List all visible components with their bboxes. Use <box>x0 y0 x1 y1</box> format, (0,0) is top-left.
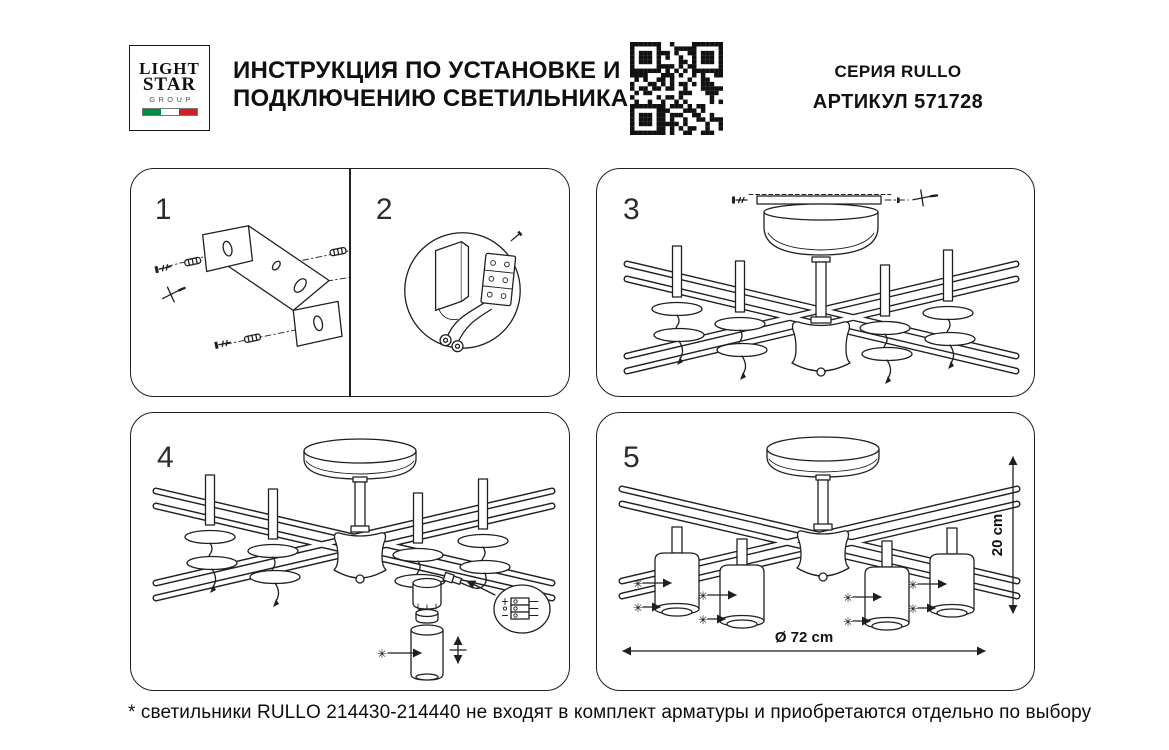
central-hub <box>796 530 850 582</box>
screw-icon <box>154 264 232 349</box>
cylindrical-shade <box>864 540 910 631</box>
lamp-holder <box>714 260 768 380</box>
diameter-dimension: Ø 72 cm <box>622 629 986 656</box>
wires-with-terminals <box>439 302 492 353</box>
central-hub <box>333 532 387 584</box>
cylindrical-shade <box>929 527 975 618</box>
panel-step-3: 3 <box>596 168 1035 397</box>
lamp-holder <box>184 474 238 593</box>
lamp-holder <box>922 249 976 369</box>
step-number-5: 5 <box>623 441 640 474</box>
qr-code-icon <box>630 42 723 135</box>
mounting-bracket <box>202 225 343 347</box>
mounting-plate <box>434 241 470 321</box>
step-number-3: 3 <box>623 193 640 226</box>
logo-word-star: STAR <box>142 73 197 95</box>
step-number-2: 2 <box>376 193 393 226</box>
article-label: АРТИКУЛ 571728 <box>812 91 984 113</box>
footnote: * светильники RULLO 214430-214440 не вхо… <box>128 702 1092 723</box>
svg-text:✳: ✳ <box>633 577 643 591</box>
screw-icon <box>732 196 748 204</box>
cross-screw-icon <box>912 189 939 207</box>
terminal-block-icon <box>502 597 539 620</box>
lamp-holder <box>247 488 301 607</box>
lightstar-logo: LIGHT STAR GROUP <box>129 45 210 131</box>
logo-word-group: GROUP <box>149 94 194 104</box>
lamp-holder <box>457 478 511 575</box>
diameter-dimension-label: Ø 72 cm <box>775 629 833 646</box>
title-line-2: ПОДКЛЮЧЕНИЮ СВЕТИЛЬНИКА <box>233 85 629 112</box>
ceiling-canopy <box>763 203 879 324</box>
page-title: ИНСТРУКЦИЯ ПО УСТАНОВКЕ И ПОДКЛЮЧЕНИЮ СВ… <box>233 57 628 113</box>
central-hub <box>791 321 851 377</box>
terminal-detail-circle <box>466 580 551 634</box>
panel-step-5: 5 <box>596 412 1035 691</box>
lamp-socket <box>412 577 442 624</box>
height-dimension: 20 cm <box>989 456 1018 614</box>
panel-steps-1-2: 1 <box>130 168 570 397</box>
svg-text:✳: ✳ <box>908 602 918 616</box>
height-dimension-label: 20 cm <box>989 514 1006 557</box>
cylindrical-shade <box>654 526 700 617</box>
bracket-mounting-diagram: 1 <box>154 193 349 349</box>
wall-plug-icon <box>184 246 347 344</box>
title-line-1: ИНСТРУКЦИЯ ПО УСТАНОВКЕ И <box>233 57 621 84</box>
lamp-holder <box>651 245 705 365</box>
terminal-block-icon <box>480 230 523 307</box>
cross-screw-icon <box>161 286 186 303</box>
step-number-4: 4 <box>157 441 174 474</box>
wiring-detail-diagram: 2 <box>376 193 523 353</box>
italian-flag-icon <box>141 107 198 116</box>
ceiling-canopy <box>303 438 417 533</box>
move-vertical-icon <box>449 636 467 664</box>
assembled-chandelier-diagram: 5 <box>618 436 1021 656</box>
series-label: СЕРИЯ RULLO <box>834 62 962 81</box>
shade-wiring-diagram: 4 <box>152 438 556 681</box>
svg-text:✳: ✳ <box>698 589 708 603</box>
step-number-1: 1 <box>155 193 172 226</box>
shade-pointers: ✳ ✳ ✳ ✳ ✳ ✳ ✳ ✳ <box>633 577 947 629</box>
lamp-holder <box>859 264 913 384</box>
svg-text:✳: ✳ <box>843 591 853 605</box>
ceiling-canopy <box>766 436 880 531</box>
asterisk-marker: ✳ <box>377 647 387 661</box>
panel-divider <box>349 169 351 396</box>
frame-installation-diagram: 3 <box>623 189 1020 384</box>
cylindrical-shade <box>410 624 444 681</box>
product-info: СЕРИЯ RULLO АРТИКУЛ 571728 <box>788 62 1008 114</box>
svg-text:✳: ✳ <box>633 601 643 615</box>
svg-text:✳: ✳ <box>698 613 708 627</box>
panel-step-4: 4 <box>130 412 570 691</box>
logo-word-light: LIGHT <box>139 58 200 78</box>
svg-text:✳: ✳ <box>843 615 853 629</box>
svg-text:✳: ✳ <box>908 578 918 592</box>
